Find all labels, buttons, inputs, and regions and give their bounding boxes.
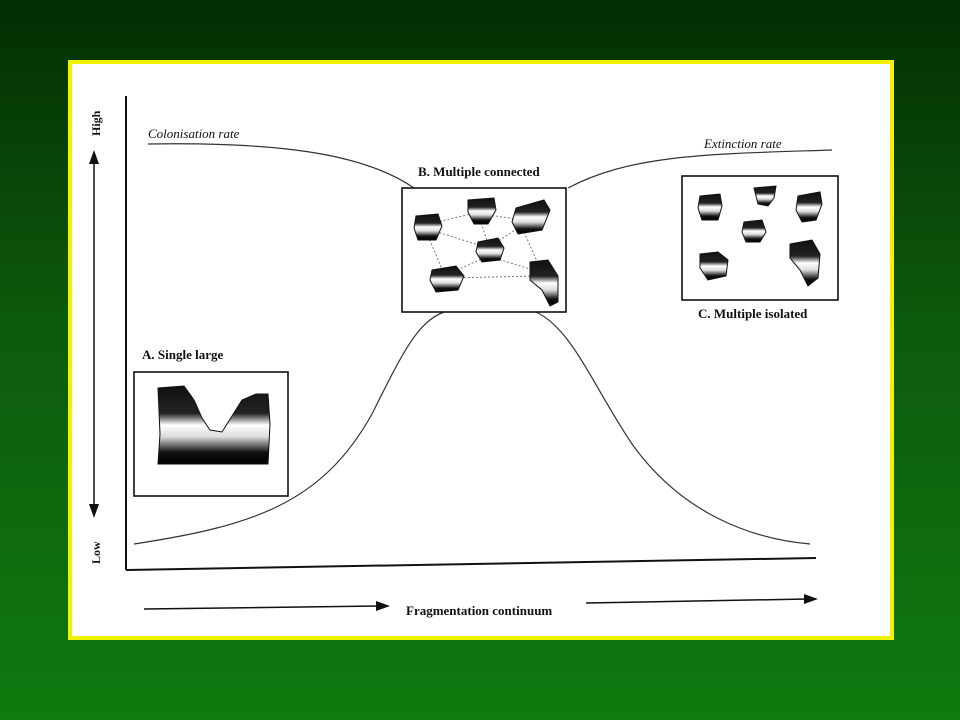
single-large-patch	[157, 385, 271, 465]
patch-c2	[753, 185, 777, 207]
colonisation-rate-curve	[147, 143, 415, 189]
patch-c4	[741, 219, 767, 243]
patch-b6	[529, 259, 559, 307]
x-arrow-right	[585, 594, 818, 604]
x-axis-line	[125, 557, 817, 571]
panel-a-label: A. Single large	[142, 347, 223, 362]
x-arrow-left	[143, 601, 390, 611]
patch-b2	[467, 197, 497, 225]
panel-b-label: B. Multiple connected	[418, 164, 540, 179]
colonisation-rate-label: Colonisation rate	[148, 126, 240, 141]
patch-b4	[475, 237, 505, 263]
bell-curve-right	[535, 311, 811, 545]
patch-b1	[413, 213, 443, 241]
fragmentation-diagram: High Low Fragmentation continuum Colonis…	[89, 96, 839, 618]
patch-b3	[511, 199, 551, 235]
x-axis-label: Fragmentation continuum	[406, 603, 552, 618]
extinction-rate-curve	[567, 149, 833, 189]
vertical-double-arrow	[89, 150, 99, 518]
panel-c-label: C. Multiple isolated	[698, 306, 808, 321]
patch-c3	[795, 191, 823, 223]
figure-frame: High Low Fragmentation continuum Colonis…	[68, 60, 894, 640]
y-axis-high-label: High	[89, 110, 103, 136]
y-axis-low-label: Low	[89, 541, 103, 564]
patch-b5	[429, 265, 465, 293]
patch-c1	[697, 193, 723, 221]
bell-curve	[133, 311, 445, 545]
patch-c5	[699, 251, 729, 281]
extinction-rate-label: Extinction rate	[703, 136, 782, 151]
patch-c6	[789, 239, 821, 287]
